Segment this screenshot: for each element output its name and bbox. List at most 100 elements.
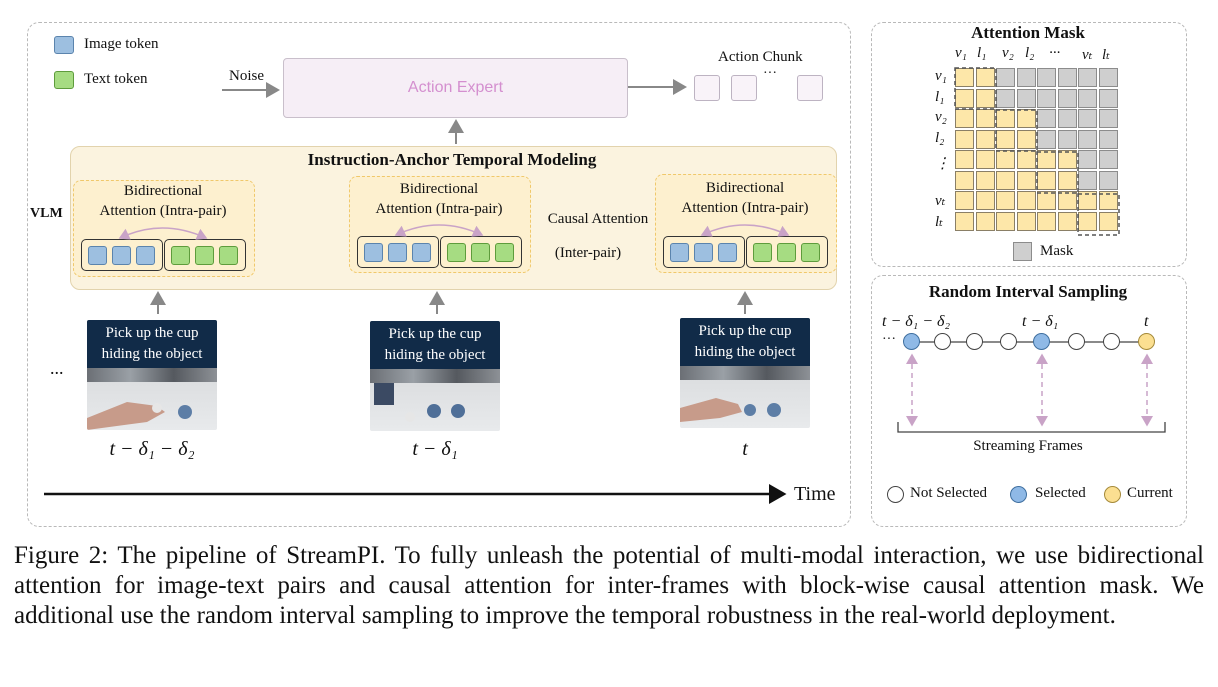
mask-cell-attended [1078, 211, 1097, 231]
mask-cell-attended [996, 129, 1015, 149]
image-token [388, 243, 407, 262]
frame-1-caption-line2: hiding the object [101, 346, 203, 362]
mask-cell-masked [1078, 88, 1097, 108]
pair-2-image-tokens [357, 236, 439, 268]
frame-3-caption: Pick up the cup hiding the object [680, 318, 810, 369]
image-token [88, 246, 107, 265]
frame-1-caption: Pick up the cup hiding the object [87, 320, 217, 371]
action-expert-box: Action Expert [283, 58, 628, 118]
mask-column-label: v₂ [1002, 45, 1014, 61]
mask-cell-masked [1057, 109, 1077, 128]
mask-row-label: v₁ [935, 68, 947, 84]
mask-cell-masked [996, 88, 1015, 108]
text-token [447, 243, 466, 262]
frame-3: Pick up the cup hiding the object [680, 318, 810, 428]
mask-cell-attended [1057, 191, 1077, 210]
mask-cell-attended [955, 191, 974, 210]
noise-label: Noise [229, 68, 264, 84]
mask-cell-masked [1098, 170, 1118, 190]
text-token [495, 243, 514, 262]
frame-3-caption-line1: Pick up the cup [698, 323, 792, 339]
mask-cell-attended [996, 191, 1015, 210]
text-token-legend-label: Text token [84, 71, 148, 87]
pair-1-text-tokens [164, 239, 246, 271]
mask-cell-attended [1078, 191, 1097, 210]
mask-cell-attended [955, 109, 974, 128]
mask-legend-swatch [1013, 242, 1032, 261]
mask-cell-masked [1057, 88, 1077, 108]
mask-cell-masked [1078, 150, 1097, 169]
frame-1-scene-band [87, 368, 217, 382]
sampling-panel [871, 275, 1187, 527]
left-ellipsis: ... [50, 358, 64, 378]
mask-cell-attended [975, 191, 995, 210]
time-axis-label: Time [794, 483, 836, 505]
mask-cell-masked [1098, 129, 1118, 149]
mask-cell-attended [1098, 211, 1118, 231]
sampling-node-not-selected [1103, 333, 1120, 350]
action-chunk-box-3 [797, 75, 823, 101]
frame-2-caption-line1: Pick up the cup [388, 326, 482, 342]
text-token [195, 246, 214, 265]
text-token [171, 246, 190, 265]
image-token [670, 243, 689, 262]
frame-3-scene [680, 398, 781, 422]
vlm-label: VLM [30, 206, 63, 221]
pair-1-label-line2: Attention (Intra-pair) [99, 203, 227, 219]
sampling-node-selected [903, 333, 920, 350]
sampling-dots: ··· [882, 332, 896, 347]
pair-1-label-line1: Bidirectional [123, 183, 203, 199]
frame-2-scene [374, 383, 465, 422]
text-token [801, 243, 820, 262]
mask-cell-attended [975, 88, 995, 108]
image-token [364, 243, 383, 262]
mask-cell-masked [1016, 68, 1036, 87]
sampling-node-not-selected [934, 333, 951, 350]
sampling-node-selected [1033, 333, 1050, 350]
mask-cell-attended [1057, 211, 1077, 231]
image-token [136, 246, 155, 265]
mask-column-label: v₁ [955, 45, 967, 61]
mask-cell-attended [1016, 170, 1036, 190]
mask-cell-attended [955, 211, 974, 231]
mask-cell-attended [955, 150, 974, 169]
pair-3-text-tokens [746, 236, 828, 268]
streaming-frames-label: Streaming Frames [973, 438, 1083, 454]
mask-cell-attended [1098, 191, 1118, 210]
mask-cell-masked [1057, 129, 1077, 149]
frame-1-scene [87, 402, 192, 430]
mask-cell-attended [975, 211, 995, 231]
mask-cell-attended [975, 150, 995, 169]
mask-cell-attended [1057, 170, 1077, 190]
mask-row-label: l₁ [935, 88, 945, 105]
mask-cell-attended [955, 88, 974, 108]
mask-cell-attended [955, 170, 974, 190]
mask-column-label: l₂ [1025, 45, 1035, 61]
mask-cell-attended [975, 170, 995, 190]
mask-cell-attended [1016, 211, 1036, 231]
frame-3-caption-line2: hiding the object [694, 344, 796, 360]
legend-current-label: Current [1127, 485, 1173, 501]
mask-cell-attended [996, 170, 1015, 190]
frame-1-time: t − δ₁ − δ₂ [109, 438, 195, 460]
text-token [777, 243, 796, 262]
mask-cell-attended [1057, 150, 1077, 169]
pair-3-label-line1: Bidirectional [705, 180, 785, 196]
sampling-title: Random Interval Sampling [928, 282, 1128, 301]
attention-mask-title: Attention Mask [971, 23, 1085, 42]
pair-3-image-tokens [663, 236, 745, 268]
mask-cell-attended [1016, 150, 1036, 169]
mask-cell-masked [1098, 150, 1118, 169]
image-token [718, 243, 737, 262]
text-token-legend-swatch [54, 71, 74, 89]
text-token [471, 243, 490, 262]
legend-selected-label: Selected [1035, 485, 1086, 501]
action-expert-label: Action Expert [407, 79, 504, 96]
mask-cell-attended [1016, 129, 1036, 149]
mask-row-label: vₜ [935, 193, 946, 209]
sampling-node-not-selected [966, 333, 983, 350]
mask-cell-masked [1037, 88, 1056, 108]
mask-cell-attended [1016, 109, 1036, 128]
pair-3-label-line2: Attention (Intra-pair) [681, 200, 809, 216]
mask-cell-attended [975, 68, 995, 87]
